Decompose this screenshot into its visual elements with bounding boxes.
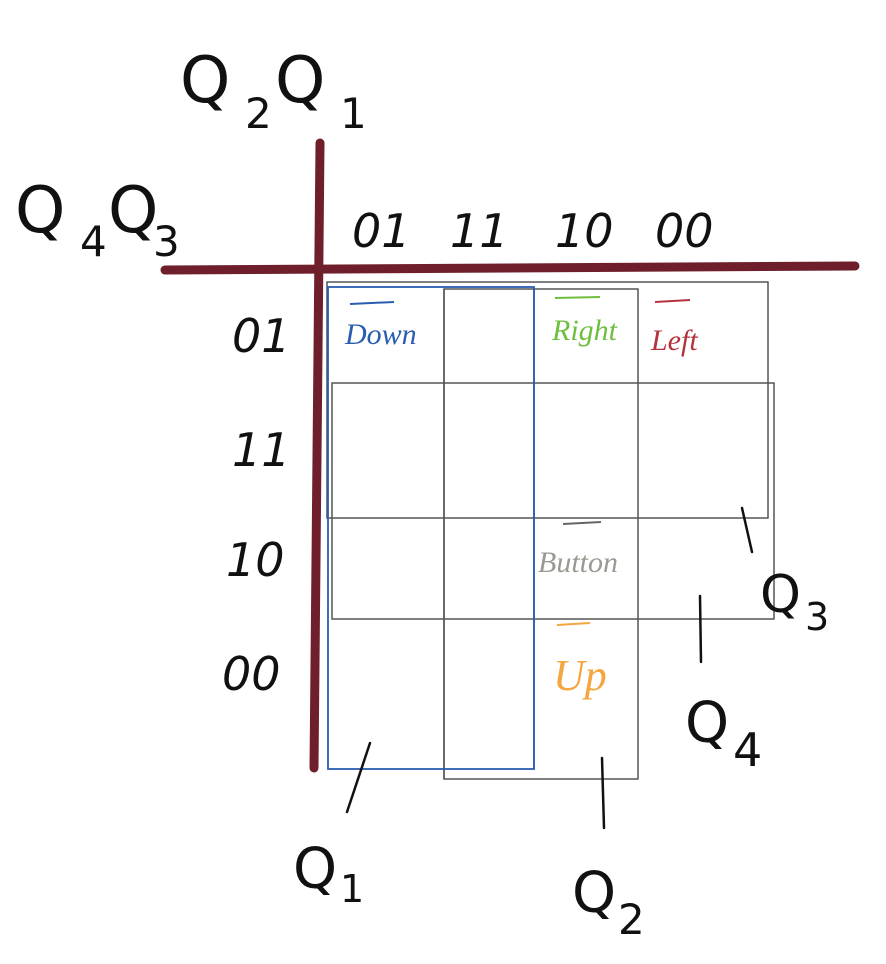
q4-label-subscript: 4 [733,723,762,777]
column-label: 01 [352,204,411,258]
right-text: Right [551,314,618,347]
col-var-q1-subscript: 1 [340,89,367,138]
q1-label-subscript: 1 [340,867,364,911]
q1-pointer [345,741,372,814]
q2-label-subscript: 2 [618,895,645,944]
horizontal-axis [160,261,860,275]
col-var-q2: Q [180,44,230,118]
left-overbar [654,299,691,303]
column-label: 11 [450,204,509,258]
q1-label: Q [293,837,337,902]
cell-right: Right [551,296,618,347]
row-var-q3-subscript: 3 [153,217,180,266]
row-labels: 01 11 10 00 [222,309,291,701]
button-overbar [562,521,602,525]
row-var-q3: Q [108,174,158,248]
q4-pointer [698,594,703,664]
cell-button: Button [538,521,618,579]
column-labels: 01 11 10 00 [352,204,714,258]
cell-left: Left [650,299,698,357]
cell-down: Down [344,301,417,351]
left-text: Left [650,324,698,357]
q2-callout: Q 2 [572,756,645,944]
button-text: Button [538,546,618,579]
column-label: 00 [655,204,714,258]
q2-pointer [600,756,606,830]
q1-group-box [327,286,535,770]
q1-callout: Q 1 [293,741,372,911]
row-var-q4-subscript: 4 [80,217,107,266]
q4-label: Q [685,691,729,756]
col-var-q2-subscript: 2 [245,89,272,138]
q4-group-box [331,382,775,620]
row-label: 11 [232,423,291,477]
q2-group-box [443,288,639,780]
q3-callout: Q 3 [740,506,829,639]
q4-callout: Q 4 [685,594,762,777]
down-overbar [349,301,395,305]
row-variable-header: Q 4 Q 3 [15,174,180,266]
row-var-q4: Q [15,174,65,248]
q3-label: Q [760,565,801,625]
up-overbar [556,622,591,626]
column-variable-header: Q 2 Q 1 [180,44,367,138]
vertical-axis [309,138,325,773]
cell-up: Up [553,622,607,700]
row-label: 10 [226,533,285,587]
down-text: Down [344,318,417,351]
q3-label-subscript: 3 [805,595,829,639]
row-label: 00 [222,647,281,701]
row-label: 01 [232,309,291,363]
column-label: 10 [555,204,614,258]
q2-label: Q [572,861,616,926]
right-overbar [554,296,601,299]
col-var-q1: Q [275,44,325,118]
q3-pointer [740,506,754,554]
up-text: Up [553,651,607,700]
q3-group-box [326,281,769,519]
